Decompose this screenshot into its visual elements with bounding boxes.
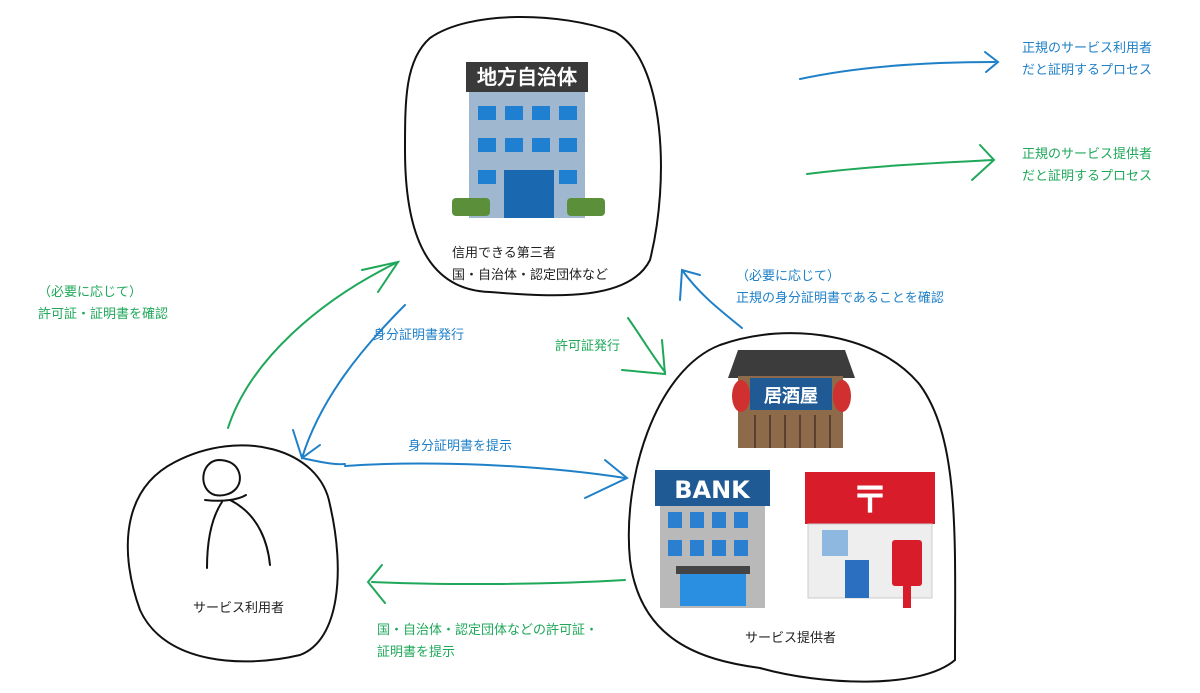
government-building-icon: 地方自治体 <box>452 62 605 218</box>
post-office-icon: 〒 <box>805 472 935 608</box>
bank-icon: BANK <box>655 470 770 608</box>
government-sign: 地方自治体 <box>477 65 578 89</box>
verify-id-arrow <box>679 268 743 329</box>
legend-user-process: 正規のサービス利用者 だと証明するプロセス <box>1022 41 1153 78</box>
person-icon <box>202 458 271 569</box>
edge-issue-id-label: 身分証明書発行 <box>373 328 465 343</box>
edge-verify-license-label: （必要に応じて） 許可証・証明書を確認 <box>38 285 169 322</box>
legend-provider-process: 正規のサービス提供者 だと証明するプロセス <box>1022 147 1153 184</box>
provider-circle <box>627 332 957 683</box>
present-license-arrow <box>366 564 626 604</box>
izakaya-icon: 居酒屋 <box>728 350 855 448</box>
edge-issue-license-label: 許可証発行 <box>555 339 621 354</box>
legend-arrow-provider <box>806 144 996 181</box>
edge-present-id-label: 身分証明書を提示 <box>408 439 513 454</box>
bank-sign: BANK <box>674 476 751 504</box>
issue-id-arrow <box>292 304 406 466</box>
edge-present-license-label: 国・自治体・認定団体などの許可証・ 証明書を提示 <box>377 623 599 660</box>
issue-license-arrow <box>621 317 667 376</box>
edge-verify-id-label: （必要に応じて） 正規の身分証明書であることを確認 <box>736 269 944 306</box>
third-party-label: 信用できる第三者 国・自治体・認定団体など <box>452 246 609 283</box>
third-party-circle <box>403 15 662 297</box>
user-circle <box>126 444 339 663</box>
provider-label: サービス提供者 <box>745 631 837 646</box>
izakaya-sign: 居酒屋 <box>764 385 818 407</box>
post-mark-icon: 〒 <box>852 480 888 521</box>
verify-license-arrow <box>227 260 401 429</box>
present-id-arrow <box>344 459 629 499</box>
legend-arrow-user <box>799 51 1000 80</box>
user-label: サービス利用者 <box>193 601 285 616</box>
